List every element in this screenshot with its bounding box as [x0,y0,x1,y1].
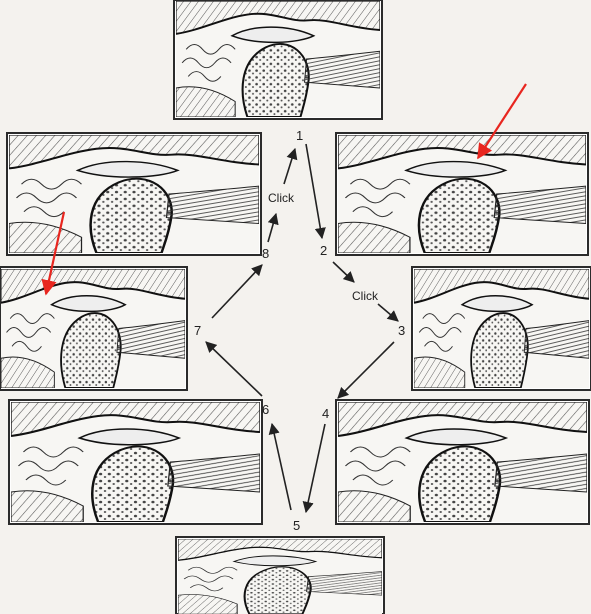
step-label-8: 8 [262,246,269,261]
arrow-click-to-1 [284,149,295,184]
arrow-5-to-6 [272,424,291,510]
step-label-1: 1 [296,128,303,143]
step-label-7: 7 [194,323,201,338]
panel-1-top [174,0,382,119]
step-label-4: 4 [322,406,329,421]
panel-3-right-middle [412,267,591,390]
arrow-1-to-2 [306,144,322,238]
arrow-7-to-8 [212,265,262,318]
arrow-4-to-5 [306,424,325,512]
panel-5-bottom [176,537,384,614]
panel-6-left-lower [9,400,262,524]
step-label-5: 5 [293,518,300,533]
click-label-right: Click [352,289,379,303]
step-label-2: 2 [320,243,327,258]
step-label-6: 6 [262,402,269,417]
arrow-8-to-click [268,214,276,242]
click-label-top: Click [268,191,295,205]
arrow-6-to-7 [206,342,262,396]
arrow-2-to-click [333,262,354,282]
panel-7-left-middle [0,267,187,390]
arrow-click-to-3 [378,304,398,321]
panel-8-left-upper [7,133,261,255]
step-label-3: 3 [398,323,405,338]
panel-2-right-upper [336,133,588,255]
panel-4-right-lower [336,400,589,524]
arrow-3-to-4 [338,342,394,398]
